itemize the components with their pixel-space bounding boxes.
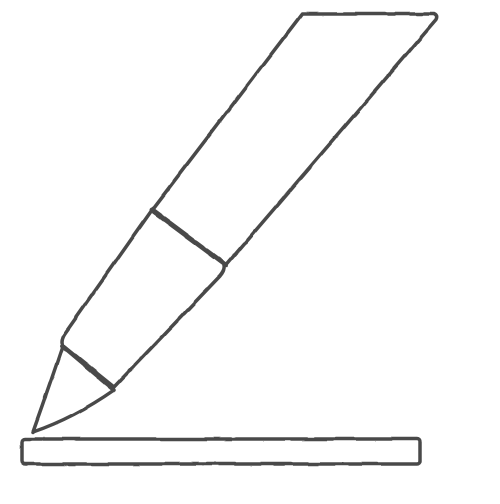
pen-barrel-band (149, 207, 229, 268)
pen-nib-band (59, 343, 115, 391)
pen-barrel (150, 12, 439, 267)
pen-nib (31, 346, 116, 434)
pen-grip (60, 208, 226, 389)
writing-line (20, 437, 422, 466)
